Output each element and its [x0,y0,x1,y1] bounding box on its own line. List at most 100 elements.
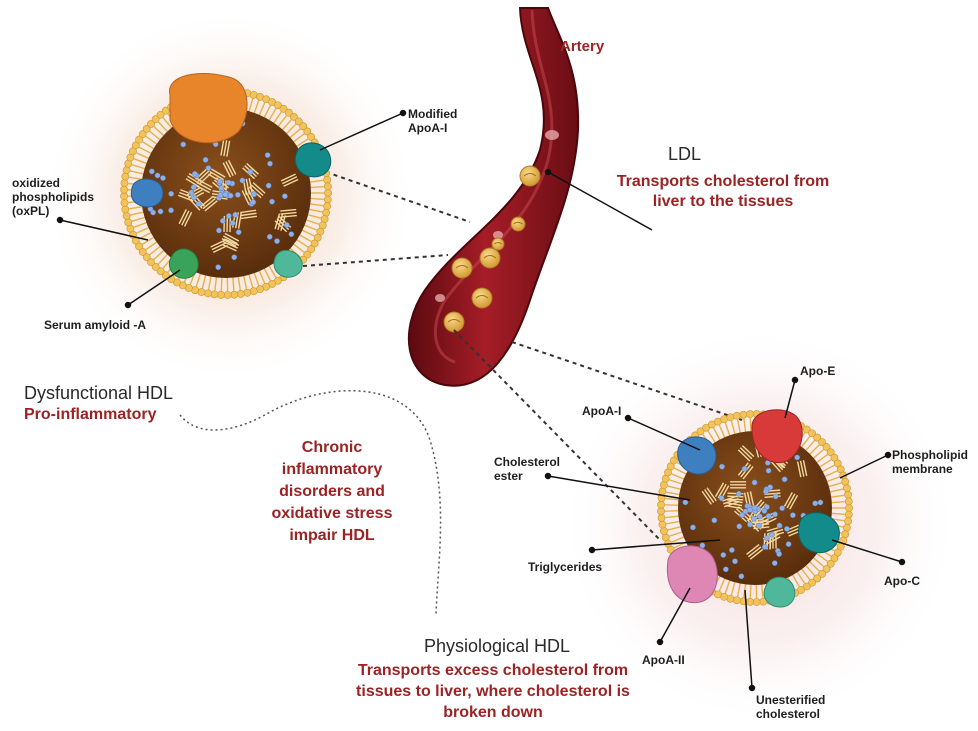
cholesterol-ester [813,501,818,506]
cholesterol-ester [795,455,800,460]
phospholipid-head [746,411,753,418]
cholesterol-ester [203,157,208,162]
phospholipid-tail [831,502,845,503]
cholesterol-ester [149,169,154,174]
phospholipid-head [740,411,747,418]
label-modified-apoa1: Modified ApoA-I [408,107,457,135]
cholesterol-ester [248,169,253,174]
cholesterol-ester [251,200,256,205]
middle-text-line5: impair HDL [252,525,412,547]
phospholipid-head [121,180,128,187]
cholesterol-ester [683,500,688,505]
middle-text-line1: Chronic [252,437,412,459]
cholesterol-ester [786,542,791,547]
cholesterol-ester [266,183,271,188]
phospholipid-head [753,598,760,605]
phospholipid-head [224,291,231,298]
cholesterol-ester [267,161,272,166]
cholesterol-ester [226,180,231,185]
cholesterol-ester [772,560,777,565]
cholesterol-ester [712,518,717,523]
phospholipid-head [217,291,224,298]
artery-vessel [409,8,578,386]
label-unesterified-line2: cholesterol [756,707,825,721]
label-phospholipid: Phospholipid membrane [892,448,968,476]
ldl-particle [452,258,472,278]
ldl-particle [520,166,540,186]
cholesterol-ester [274,238,279,243]
label-phospholipid-line1: Phospholipid [892,448,968,462]
cholesterol-ester [282,194,287,199]
phospholipid-head [659,521,666,528]
ldl-particle [511,217,525,231]
phospholipid-head [843,524,850,531]
ldl-particle [492,238,504,250]
label-unesterified: Unesterified cholesterol [756,693,825,721]
label-modified-apoa1-line2: ApoA-I [408,121,457,135]
cholesterol-ester [782,477,787,482]
phospholipid-head [237,290,244,297]
physiological-hdl-description: Transports excess cholesterol from tissu… [328,660,658,723]
cholesterol-ester [181,142,186,147]
phospholipid-head [324,203,331,210]
phospholipid-head [657,501,664,508]
cholesterol-ester [240,178,245,183]
phospholipid-tail [831,513,845,514]
label-apoe: Apo-E [800,364,835,378]
physiological-hdl-particle [657,410,852,607]
phospholipid-head [198,288,205,295]
phospholipid-head [120,193,127,200]
cholesterol-ester [189,190,194,195]
phospholipid-head [659,488,666,495]
phospholipid-head [746,598,753,605]
phospholipid-head [845,511,852,518]
phospholipid-head [727,414,734,421]
cholesterol-ester [206,165,211,170]
phospholipid-tail [310,198,324,199]
cholesterol-ester [762,508,767,513]
cholesterol-ester [766,468,771,473]
physiological-hdl-description-line2: tissues to liver, where cholesterol is [328,681,658,702]
cholesterol-ester [777,523,782,528]
cholesterol-ester [729,547,734,552]
cholesterol-ester [777,551,782,556]
dysfunctional-hdl-title: Dysfunctional HDL [24,383,173,403]
cholesterol-ester [719,464,724,469]
cholesterol-ester [218,193,223,198]
ldl-particle [472,288,492,308]
phospholipid-head [231,291,238,298]
phospholipid-head [842,478,849,485]
label-unesterified-line1: Unesterified [756,693,825,707]
phospholipid-head [123,212,130,219]
cholesterol-ester [216,228,221,233]
orange-protein [170,73,248,142]
cholesterol-ester [752,480,757,485]
physiological-hdl-title: Physiological HDL [424,636,570,656]
cholesterol-ester [219,186,224,191]
cholesterol-ester [192,171,197,176]
cholesterol-ester [739,574,744,579]
cholesterol-ester [216,265,221,270]
label-phospholipid-line2: membrane [892,462,968,476]
apoa2-protein [667,546,717,603]
phospholipid-head [733,597,740,604]
label-oxpl-line2: phospholipids [12,190,94,204]
label-cholesterol-ester-line2: ester [494,469,560,483]
cholesterol-ester [736,491,741,496]
phospholipid-head [120,186,127,193]
cholesterol-ester [772,512,777,517]
physiological-hdl-description-line3: broken down [328,702,658,723]
label-oxpl-line1: oxidized [12,176,94,190]
ldl-description-line2: liver to the tissues [598,192,848,212]
cholesterol-ester [251,192,256,197]
triglyceride-chain [727,496,743,497]
phospholipid-head [660,527,667,534]
phospholipid-tail [750,584,751,598]
cholesterol-ester [723,567,728,572]
cholesterol-ester [762,544,767,549]
label-oxpl: oxidized phospholipids (oxPL) [12,176,94,218]
cholesterol-ester [228,193,233,198]
cholesterol-ester [690,525,695,530]
middle-text-line4: oxidative stress [252,503,412,525]
cholesterol-ester [223,192,228,197]
